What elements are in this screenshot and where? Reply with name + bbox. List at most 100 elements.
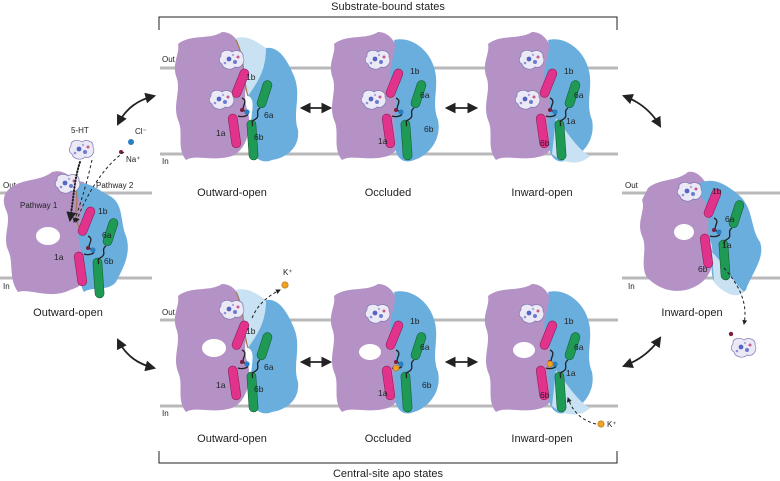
serotonin-molecule bbox=[518, 49, 545, 70]
serotonin-molecule bbox=[218, 299, 245, 320]
ion-entry-arrow bbox=[75, 151, 125, 223]
pathway-1-arrow bbox=[66, 161, 81, 222]
serotonin-molecule bbox=[518, 303, 545, 324]
serotonin-molecule bbox=[676, 181, 703, 202]
vestibule-pocket bbox=[202, 339, 226, 357]
transition-arrows bbox=[117, 92, 662, 372]
segment-1b-label: 1b bbox=[246, 72, 256, 82]
segment-1b-label: 1b bbox=[98, 206, 108, 216]
sodium-label: Na⁺ bbox=[126, 155, 140, 164]
segment-1a-label: 1a bbox=[722, 240, 732, 250]
bottom-outward-open-transporter: 1b 6a 1a 6b bbox=[174, 284, 299, 414]
segment-6a-label: 6a bbox=[264, 110, 274, 120]
segment-1a-label: 1a bbox=[216, 380, 226, 390]
membrane-out-label: Out bbox=[162, 55, 176, 64]
vestibule-pocket bbox=[36, 227, 60, 245]
membrane-out-label: Out bbox=[625, 181, 639, 190]
segment-6b-label: 6b bbox=[254, 384, 264, 394]
bottom-bracket-label: Central-site apo states bbox=[333, 468, 444, 480]
top-occluded-caption: Occluded bbox=[365, 187, 411, 199]
membrane-out-label: Out bbox=[3, 181, 17, 190]
segment-1a-label: 1a bbox=[378, 136, 388, 146]
left-entry-labels: 5-HT Cl⁻ Na⁺ Pathway 1 Pathway 2 Outward… bbox=[20, 126, 147, 319]
top-bracket: Substrate-bound states bbox=[158, 1, 618, 30]
segment-6a-label: 6a bbox=[102, 230, 112, 240]
segment-1b-label: 1b bbox=[410, 316, 420, 326]
right-release: Inward-open bbox=[661, 267, 757, 358]
right-caption: Inward-open bbox=[661, 307, 722, 319]
vestibule-pocket bbox=[513, 342, 535, 358]
segment-6a-label: 6a bbox=[725, 214, 735, 224]
potassium-ion bbox=[597, 420, 605, 428]
segment-6a-label: 6a bbox=[264, 362, 274, 372]
ligand-5ht-label: 5-HT bbox=[71, 126, 89, 135]
left-caption: Outward-open bbox=[33, 307, 103, 319]
transition-arrow bbox=[117, 92, 157, 126]
pathway-2-arrow bbox=[73, 159, 93, 223]
serotonin-molecule bbox=[364, 303, 391, 324]
potassium-entry-label: K⁺ bbox=[607, 420, 617, 429]
vestibule-pocket bbox=[359, 344, 381, 360]
segment-1b-label: 1b bbox=[712, 186, 722, 196]
top-occluded-transporter: 1b 6a 1a 6b bbox=[330, 32, 439, 162]
segment-1a-label: 1a bbox=[378, 388, 388, 398]
transition-arrow bbox=[621, 93, 662, 128]
segment-6b-label: 6b bbox=[698, 264, 708, 274]
segment-6b-label: 6b bbox=[540, 138, 550, 148]
serotonin-molecule bbox=[364, 49, 391, 70]
segment-1a-label: 1a bbox=[216, 128, 226, 138]
membrane-in-label: In bbox=[162, 409, 169, 418]
segment-6a-label: 6a bbox=[420, 342, 430, 352]
segment-6b-label: 6b bbox=[540, 390, 550, 400]
segment-1b-label: 1b bbox=[410, 66, 420, 76]
segment-6a-label: 6a bbox=[420, 90, 430, 100]
segment-6b-label: 6b bbox=[254, 132, 264, 142]
segment-6a-label: 6a bbox=[574, 342, 584, 352]
right-inward-open-transporter: 1b 6a 1a 6b bbox=[640, 171, 762, 296]
bottom-occluded-transporter: 1b 6a 1a 6b bbox=[330, 284, 439, 414]
bottom-inward-open-transporter: 1b 6a 1a 6b bbox=[484, 284, 593, 415]
serotonin-molecule bbox=[208, 89, 235, 110]
segment-1a-label: 1a bbox=[566, 368, 576, 378]
segment-1a-label: 1a bbox=[54, 252, 64, 262]
segment-1b-label: 1b bbox=[564, 66, 574, 76]
top-outward-open-caption: Outward-open bbox=[197, 187, 267, 199]
pathway-2-label: Pathway 2 bbox=[96, 181, 134, 190]
serotonin-molecule bbox=[360, 89, 387, 110]
serotonin-molecule bbox=[514, 89, 541, 110]
bottom-inward-open-caption: Inward-open bbox=[511, 433, 572, 445]
left-outward-open-transporter: 1b 6a 1a 6b bbox=[3, 171, 128, 299]
segment-1b-label: 1b bbox=[246, 326, 256, 336]
segment-1a-label: 1a bbox=[566, 116, 576, 126]
pathway-1-label: Pathway 1 bbox=[20, 201, 58, 210]
chloride-ion bbox=[128, 139, 134, 145]
top-bracket-label: Substrate-bound states bbox=[331, 1, 445, 13]
membrane-in-label: In bbox=[162, 157, 169, 166]
segment-1b-label: 1b bbox=[564, 316, 574, 326]
chloride-label: Cl⁻ bbox=[135, 127, 147, 136]
potassium-release-label: K⁺ bbox=[283, 268, 293, 277]
segment-6a-label: 6a bbox=[574, 90, 584, 100]
serotonin-molecule bbox=[730, 337, 757, 358]
bottom-bracket: Central-site apo states bbox=[158, 451, 618, 480]
potassium-release: K⁺ bbox=[251, 268, 293, 319]
membrane-in-label: In bbox=[628, 282, 635, 291]
potassium-ion bbox=[546, 360, 554, 368]
serotonin-molecule bbox=[68, 139, 95, 160]
membrane-out-label: Out bbox=[162, 308, 176, 317]
transition-arrow bbox=[117, 338, 157, 372]
segment-6b-label: 6b bbox=[424, 124, 434, 134]
serotonin-molecule bbox=[218, 49, 245, 70]
top-outward-open-transporter: 1b 6a 1a 6b bbox=[174, 32, 299, 162]
top-inward-open-transporter: 1b 6a 1a 6b bbox=[484, 32, 593, 163]
potassium-ion bbox=[281, 281, 289, 289]
top-inward-open-caption: Inward-open bbox=[511, 187, 572, 199]
segment-6b-label: 6b bbox=[422, 380, 432, 390]
sodium-ion bbox=[728, 331, 734, 337]
potassium-entry: K⁺ bbox=[566, 397, 617, 429]
membrane-in-label: In bbox=[3, 282, 10, 291]
bottom-outward-open-caption: Outward-open bbox=[197, 433, 267, 445]
vestibule-pocket bbox=[674, 224, 694, 240]
transition-arrow bbox=[621, 336, 662, 369]
